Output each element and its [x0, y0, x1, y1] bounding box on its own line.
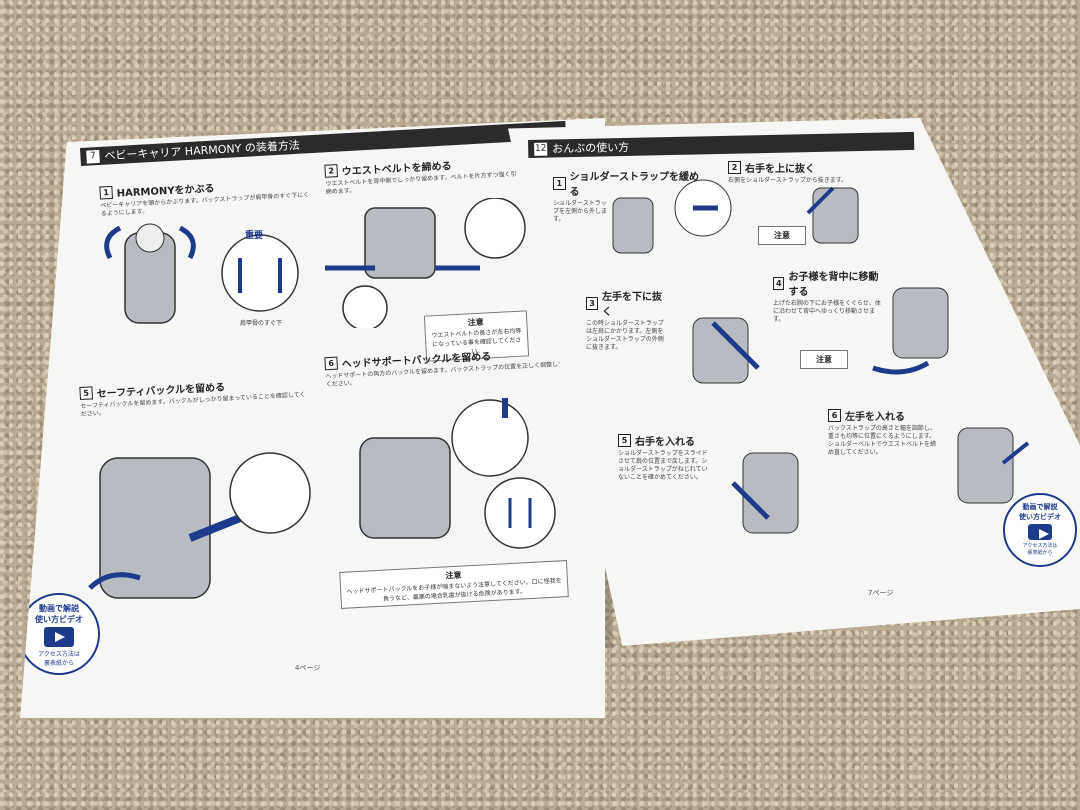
caution-box-b: 注意 [800, 350, 848, 369]
step-number: 1 [99, 185, 113, 200]
step-title: 左手を下に抜く [602, 292, 663, 318]
video-label-1: 動画で解説 [1022, 503, 1058, 511]
blue-arrow-icon [711, 321, 760, 370]
step-description: ショルダーストラップを左側から外します。 [553, 200, 608, 223]
caution-title: 注意 [816, 355, 832, 364]
step-description: この時ショルダーストラップは左肩にかかります。左側をショルダーストラップの外側に… [586, 320, 664, 351]
left-page-number: 4ページ [295, 664, 321, 672]
step-number: 5 [618, 434, 631, 447]
left-section-number: 7 [86, 149, 100, 164]
caution-title: 注意 [774, 231, 790, 240]
blue-arrow-icon [88, 572, 141, 590]
video-label-3: アクセス方法は [38, 651, 80, 658]
important-label: 重要 [245, 231, 264, 241]
video-guide-badge-right: 動画で解説 使い方ビデオ アクセス方法は 裏表紙から [1003, 493, 1077, 567]
right-page-number: 7ページ [868, 589, 894, 597]
blue-arrow-icon [806, 186, 835, 215]
right-section-number: 12 [534, 142, 548, 156]
right-step-5: 5 右手を入れる ショルダーストラップをスライドさせて肩の位置まで戻します。ショル… [618, 433, 713, 482]
head-support-illustration [359, 398, 556, 549]
video-guide-badge-left: 動画で解説 使い方ビデオ アクセス方法は 裏表紙から [20, 593, 100, 675]
video-label-4: 裏表紙から [1027, 550, 1053, 556]
waist-belt-illustration [325, 198, 526, 328]
video-label-4: 裏表紙から [43, 660, 74, 667]
video-label-1: 動画で解説 [39, 604, 79, 613]
blue-arrow-icon [872, 360, 930, 375]
right-hand-in-illustration [731, 452, 799, 534]
move-to-back-illustration [872, 287, 949, 375]
blue-arrow-icon [731, 481, 770, 520]
video-label-2: 使い方ビデオ [35, 615, 83, 624]
step-description: 右側をショルダーストラップから抜きます。 [728, 177, 848, 184]
right-section-header: 12 おんぶの使い方 [528, 131, 915, 158]
play-icon [44, 627, 74, 647]
step-number: 3 [586, 296, 599, 310]
step-description: ショルダーストラップをスライドさせて肩の位置まで戻します。ショルダーストラップが… [618, 450, 708, 481]
step-number: 1 [553, 176, 566, 190]
blue-arrow-icon [188, 514, 242, 542]
step-title: ショルダーストラップを緩める [569, 172, 700, 198]
loosen-strap-illustration [612, 179, 732, 254]
step-number: 6 [828, 409, 841, 422]
blue-arrow-icon [104, 225, 122, 260]
left-hand-in-illustration [957, 427, 1030, 504]
step-number: 4 [773, 276, 785, 290]
put-on-carrier-illustration [104, 223, 299, 324]
step-description: 上げた右腕の下にお子様をくぐらせ、体に沿わせて背中へゆっくり移動させます。 [773, 300, 881, 323]
blue-arrow-icon [178, 225, 196, 260]
caution-box-head-support: 注意 ヘッドサポートバックルをお子様が噛まないよう注意してください。口に怪我を負… [339, 560, 569, 609]
step-title: 右手を入れる [635, 437, 695, 448]
blue-arrow-icon [1001, 441, 1030, 465]
step-number: 6 [324, 356, 339, 371]
left-hand-down-illustration [692, 317, 760, 384]
step-number: 5 [79, 386, 94, 401]
right-hand-up-illustration [806, 186, 859, 244]
caution-box-a: 注意 [758, 226, 806, 245]
safety-buckle-illustration [88, 452, 311, 599]
step-title: 右手を上に抜く [745, 164, 815, 175]
right-step-6: 6 左手を入れる バックストラップの高さと幅を調節し、重さも均等に位置にくるように… [828, 408, 938, 457]
right-step-2: 2 右手を上に抜く 右側をショルダーストラップから抜きます。 [728, 160, 848, 185]
step-number: 2 [728, 161, 741, 174]
shoulder-blade-label: 肩甲骨のすぐ下 [240, 320, 283, 327]
right-section-title: おんぶの使い方 [552, 140, 630, 156]
video-label-3: アクセス方法は [1022, 543, 1058, 549]
video-label-2: 使い方ビデオ [1019, 513, 1061, 521]
step-title: 左手を入れる [845, 412, 905, 423]
play-icon [1028, 524, 1052, 540]
left-section-title: ベビーキャリア HARMONY の装着方法 [104, 138, 301, 163]
step-title: お子様を背中に移動する [788, 272, 879, 298]
step-description: バックストラップの高さと幅を調節し、重さも均等に位置にくるようにします。ショルダ… [828, 425, 937, 456]
step-number: 2 [324, 164, 339, 178]
